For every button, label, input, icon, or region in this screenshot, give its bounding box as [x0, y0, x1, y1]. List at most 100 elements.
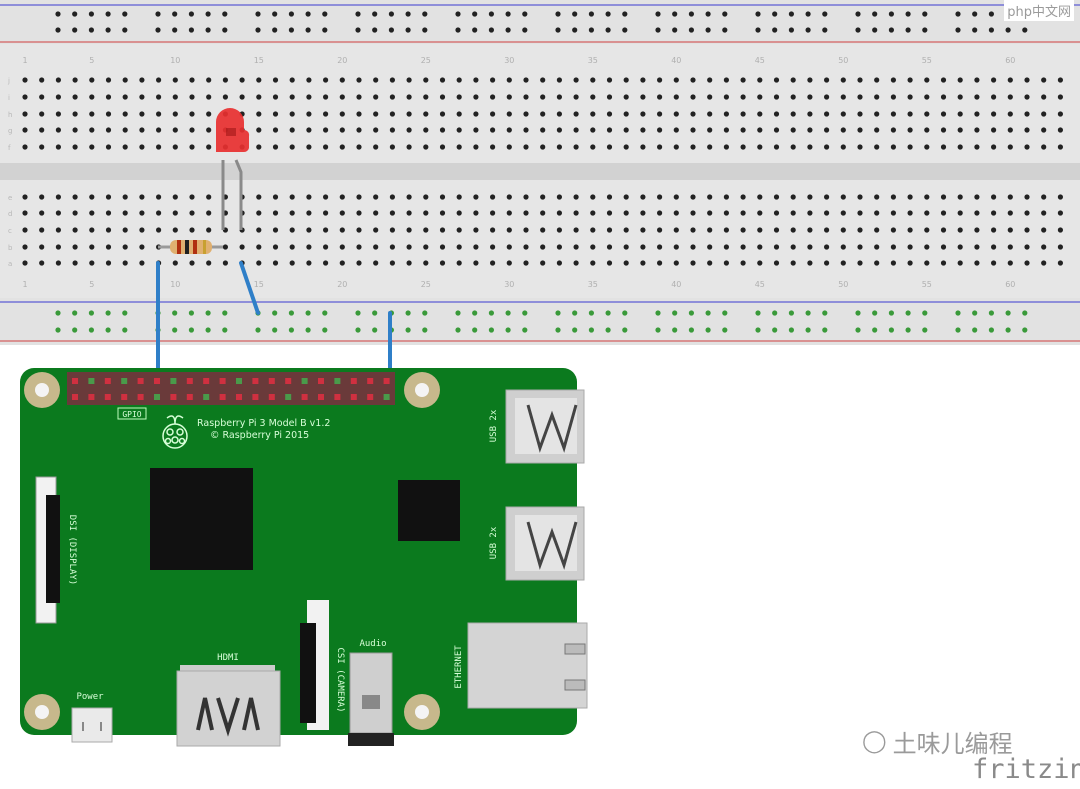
breadboard-hole[interactable]: [890, 77, 897, 83]
rail-hole[interactable]: [822, 27, 828, 33]
breadboard-hole[interactable]: [740, 194, 746, 200]
breadboard-hole[interactable]: [506, 77, 512, 83]
breadboard-hole[interactable]: [957, 94, 963, 100]
breadboard-hole[interactable]: [439, 111, 446, 117]
breadboard-hole[interactable]: [523, 244, 529, 250]
breadboard-hole[interactable]: [356, 144, 362, 150]
breadboard-hole[interactable]: [339, 210, 345, 216]
breadboard-hole[interactable]: [473, 144, 479, 150]
breadboard-hole[interactable]: [22, 210, 28, 216]
breadboard-hole[interactable]: [606, 144, 613, 150]
breadboard-hole[interactable]: [874, 194, 880, 200]
rail-hole[interactable]: [1005, 27, 1011, 33]
breadboard-hole[interactable]: [423, 77, 429, 83]
rail-hole[interactable]: [372, 310, 378, 316]
breadboard-hole[interactable]: [156, 94, 162, 100]
rail-hole[interactable]: [655, 11, 661, 17]
rail-hole[interactable]: [722, 327, 728, 333]
breadboard-hole[interactable]: [22, 77, 28, 83]
breadboard-hole[interactable]: [89, 244, 95, 250]
breadboard-hole[interactable]: [439, 77, 446, 83]
breadboard-hole[interactable]: [356, 194, 362, 200]
rail-hole[interactable]: [672, 27, 678, 33]
breadboard-hole[interactable]: [640, 210, 646, 216]
rail-hole[interactable]: [588, 11, 595, 17]
rail-hole[interactable]: [55, 27, 61, 33]
breadboard-hole[interactable]: [289, 127, 295, 133]
rail-hole[interactable]: [872, 310, 878, 316]
breadboard-hole[interactable]: [89, 127, 95, 133]
breadboard-hole[interactable]: [1041, 144, 1047, 150]
breadboard-hole[interactable]: [456, 94, 462, 100]
rail-hole[interactable]: [755, 310, 761, 316]
breadboard-hole[interactable]: [890, 210, 897, 216]
breadboard-hole[interactable]: [807, 127, 813, 133]
breadboard-hole[interactable]: [222, 77, 228, 83]
breadboard-hole[interactable]: [991, 227, 997, 233]
breadboard-hole[interactable]: [907, 210, 913, 216]
breadboard-hole[interactable]: [39, 144, 45, 150]
rail-hole[interactable]: [522, 310, 528, 316]
breadboard-hole[interactable]: [389, 127, 395, 133]
breadboard-hole[interactable]: [490, 77, 496, 83]
breadboard-hole[interactable]: [707, 244, 713, 250]
breadboard-hole[interactable]: [573, 210, 579, 216]
rail-hole[interactable]: [1022, 27, 1028, 33]
breadboard-hole[interactable]: [673, 94, 679, 100]
breadboard-hole[interactable]: [156, 111, 162, 117]
breadboard-hole[interactable]: [991, 210, 997, 216]
breadboard-hole[interactable]: [1041, 227, 1047, 233]
rail-hole[interactable]: [222, 310, 228, 316]
breadboard-hole[interactable]: [556, 77, 563, 83]
breadboard-hole[interactable]: [991, 260, 997, 266]
breadboard-hole[interactable]: [289, 244, 295, 250]
rail-hole[interactable]: [955, 11, 961, 17]
breadboard-hole[interactable]: [690, 210, 696, 216]
breadboard-hole[interactable]: [807, 244, 813, 250]
breadboard-hole[interactable]: [790, 227, 796, 233]
breadboard-hole[interactable]: [840, 127, 846, 133]
breadboard-hole[interactable]: [373, 144, 379, 150]
breadboard-hole[interactable]: [22, 194, 28, 200]
breadboard-hole[interactable]: [540, 210, 546, 216]
rail-hole[interactable]: [55, 11, 61, 17]
breadboard-hole[interactable]: [1057, 94, 1063, 100]
rail-hole[interactable]: [888, 11, 895, 17]
breadboard-hole[interactable]: [206, 227, 212, 233]
breadboard-hole[interactable]: [473, 244, 479, 250]
breadboard-hole[interactable]: [490, 111, 496, 117]
breadboard-hole[interactable]: [974, 260, 980, 266]
breadboard-hole[interactable]: [957, 227, 963, 233]
breadboard-hole[interactable]: [1057, 210, 1063, 216]
rail-hole[interactable]: [905, 27, 911, 33]
breadboard-hole[interactable]: [122, 210, 128, 216]
gpio-pin[interactable]: [383, 378, 390, 384]
rail-hole[interactable]: [572, 327, 578, 333]
breadboard-hole[interactable]: [39, 94, 45, 100]
rail-hole[interactable]: [772, 327, 778, 333]
breadboard-hole[interactable]: [523, 210, 529, 216]
rail-hole[interactable]: [805, 11, 811, 17]
rail-hole[interactable]: [722, 11, 728, 17]
breadboard-hole[interactable]: [256, 194, 262, 200]
gpio-pin[interactable]: [301, 378, 308, 384]
rail-hole[interactable]: [188, 11, 194, 17]
breadboard-hole[interactable]: [373, 260, 379, 266]
breadboard-hole[interactable]: [824, 144, 830, 150]
breadboard-hole[interactable]: [389, 227, 395, 233]
breadboard-hole[interactable]: [22, 94, 28, 100]
breadboard-hole[interactable]: [122, 94, 128, 100]
breadboard-hole[interactable]: [272, 144, 279, 150]
breadboard-hole[interactable]: [556, 210, 563, 216]
breadboard-hole[interactable]: [256, 144, 262, 150]
breadboard-hole[interactable]: [907, 127, 913, 133]
rail-hole[interactable]: [88, 27, 94, 33]
rail-hole[interactable]: [922, 27, 928, 33]
breadboard-hole[interactable]: [907, 227, 913, 233]
breadboard-hole[interactable]: [757, 260, 763, 266]
breadboard-hole[interactable]: [39, 111, 45, 117]
breadboard-hole[interactable]: [857, 227, 863, 233]
breadboard-hole[interactable]: [89, 210, 95, 216]
breadboard-hole[interactable]: [1024, 111, 1030, 117]
rail-hole[interactable]: [855, 11, 861, 17]
